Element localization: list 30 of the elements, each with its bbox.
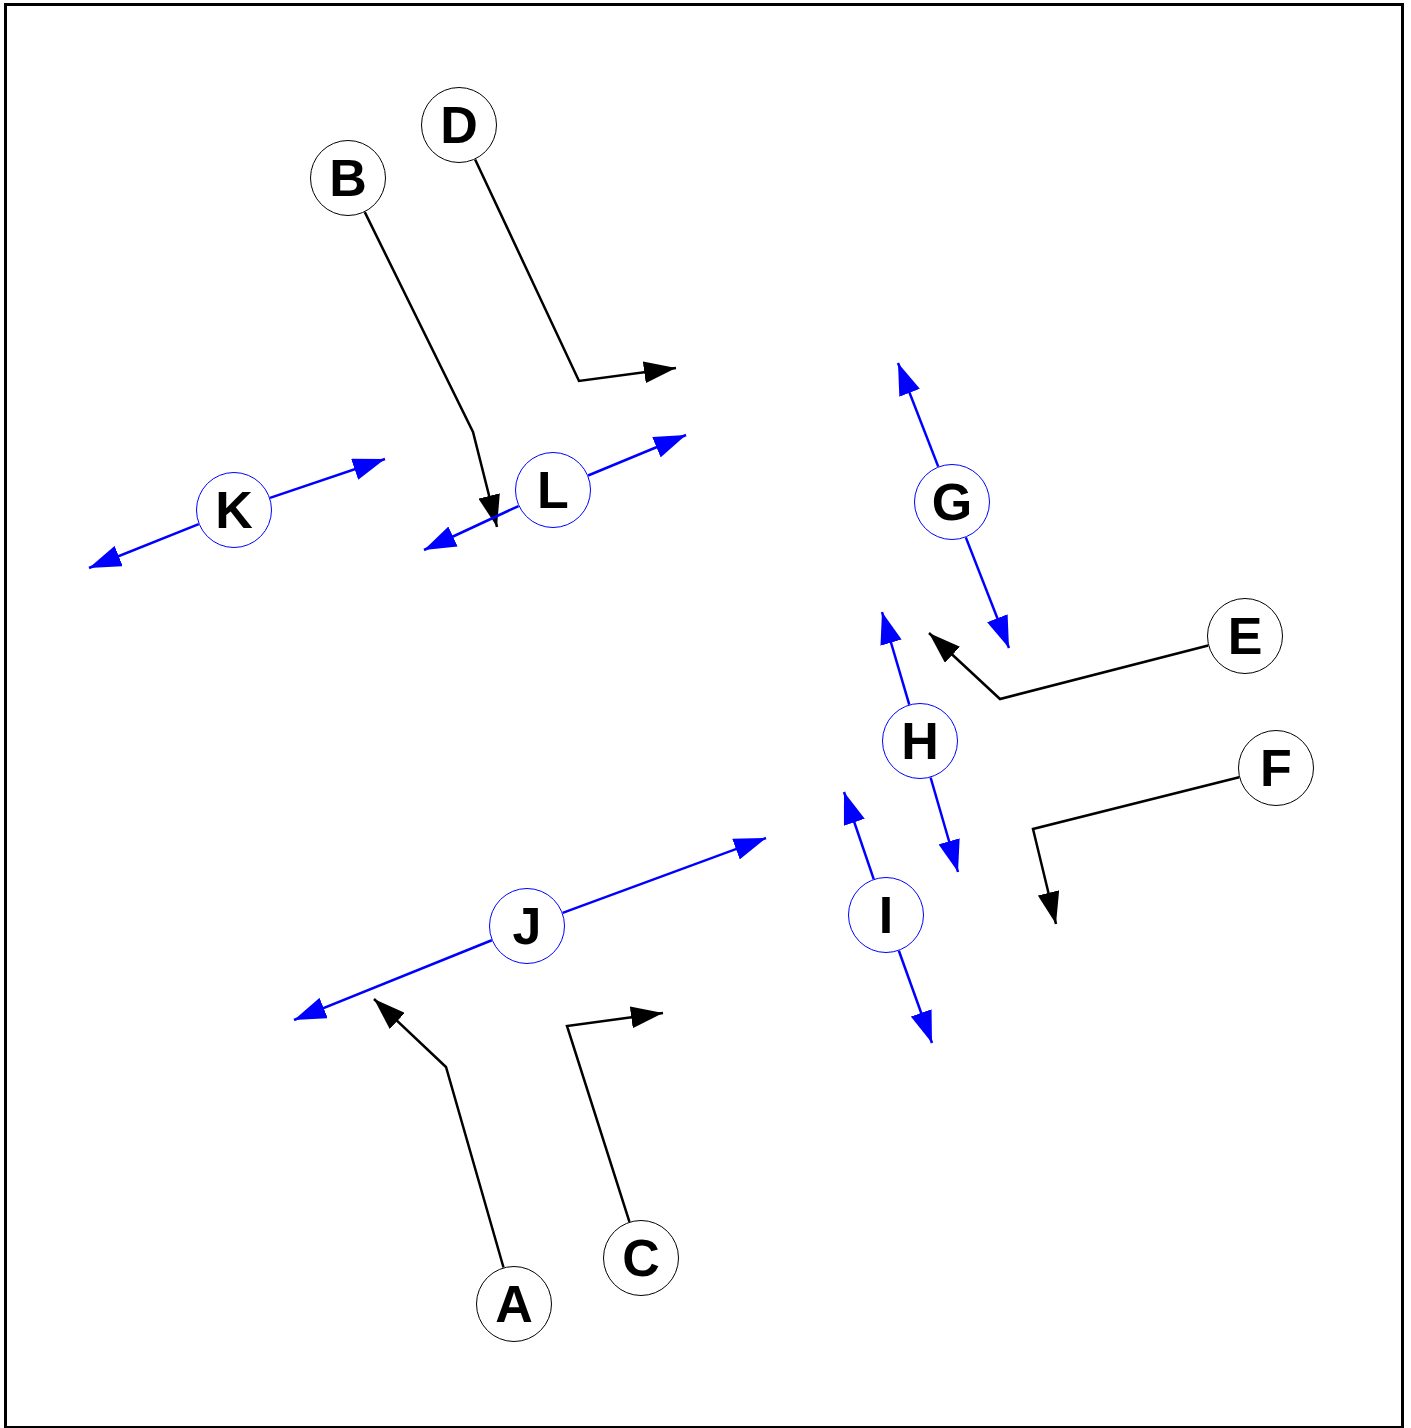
letter-callout: E: [1207, 598, 1283, 674]
leader-arrow: [474, 158, 677, 384]
leader-arrow: [1031, 776, 1240, 925]
leader-arrow: [293, 939, 493, 1022]
leader-arrow: [842, 791, 875, 880]
leader-arrow: [587, 433, 687, 477]
letter-callout: A: [476, 1266, 552, 1342]
leader-arrow: [373, 998, 505, 1268]
letter-callout: H: [882, 703, 958, 779]
leader-arrow: [897, 950, 934, 1044]
letter-callout: G: [914, 464, 990, 540]
leader-arrow: [964, 536, 1011, 649]
leader-arrow: [565, 1006, 664, 1223]
leader-arrow: [880, 611, 911, 705]
leader-arrow: [562, 836, 767, 915]
arrow: [929, 777, 960, 873]
letter-callout: I: [848, 877, 924, 953]
leader-arrow: [896, 362, 940, 468]
leader-arrow: [269, 457, 386, 500]
letter-callout: L: [515, 452, 591, 528]
leader-arrow: [423, 504, 520, 552]
leader-arrow: [88, 522, 200, 570]
letter-callout: B: [310, 140, 386, 216]
letter-callout: C: [603, 1220, 679, 1296]
leader-arrow: [928, 632, 1209, 701]
arrow: [363, 211, 500, 528]
letter-callout: D: [421, 87, 497, 163]
letter-callout: J: [489, 888, 565, 964]
letter-callout: K: [196, 472, 272, 548]
letter-callout: F: [1238, 730, 1314, 806]
